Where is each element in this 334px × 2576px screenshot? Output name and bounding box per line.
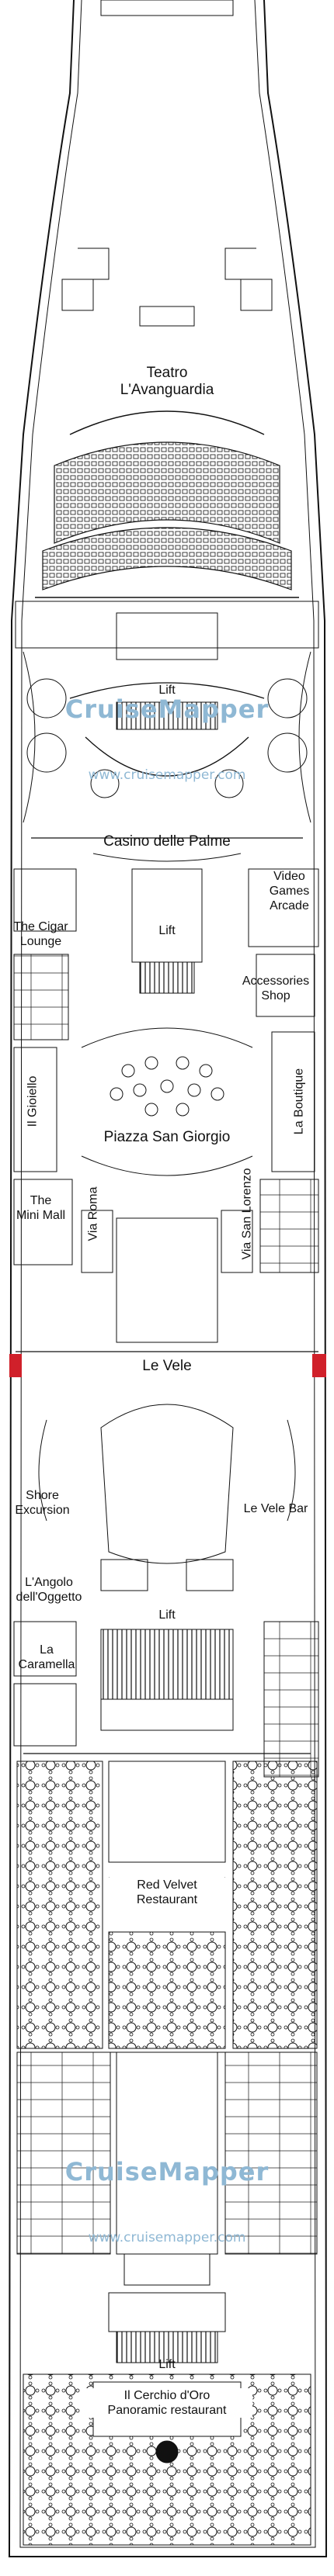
label-casino: Casino delle Palme xyxy=(103,833,231,850)
label-angolo-oggetto: L'Angolo dell'Oggetto xyxy=(16,1576,82,1604)
label-lift-2: Lift xyxy=(158,924,176,937)
label-via-roma: Via Roma xyxy=(86,1186,100,1241)
casino-area xyxy=(15,601,319,862)
label-la-caramella: La Caramella xyxy=(18,1643,75,1671)
watermark-top: CruiseMapper www.cruisemapper.com xyxy=(0,694,334,783)
label-accessories: Accessories Shop xyxy=(242,975,310,1002)
label-cigar-lounge: The Cigar Lounge xyxy=(13,920,68,948)
watermark-title-2: CruiseMapper xyxy=(64,2157,270,2186)
watermark-url-2: www.cruisemapper.com xyxy=(88,2230,246,2245)
watermark-title: CruiseMapper xyxy=(64,694,270,724)
hull xyxy=(8,0,328,2557)
label-il-gioiello: Il Gioiello xyxy=(26,1075,40,1127)
label-le-vele-bar: Le Vele Bar xyxy=(243,1502,308,1515)
label-piazza: Piazza San Giorgio xyxy=(103,1129,231,1145)
aft-corridor xyxy=(16,2051,318,2363)
label-lift-4: Lift xyxy=(158,2358,176,2371)
label-shore-excursion: Shore Excursion xyxy=(15,1489,70,1517)
label-la-boutique: La Boutique xyxy=(292,1068,306,1135)
piazza-tables xyxy=(110,1056,224,1117)
watermark-bottom: CruiseMapper www.cruisemapper.com xyxy=(0,2157,334,2245)
marker-left xyxy=(9,1354,22,1377)
label-teatro: Teatro L'Avanguardia xyxy=(120,365,214,398)
label-mini-mall: The Mini Mall xyxy=(16,1194,66,1222)
label-via-san-lorenzo: Via San Lorenzo xyxy=(240,1168,254,1260)
label-lift-1: Lift xyxy=(158,684,176,697)
label-cerchio-oro: Il Cerchio d'Oro Panoramic restaurant xyxy=(82,2388,252,2418)
label-red-velvet: Red Velvet Restaurant xyxy=(105,1878,229,1907)
label-le-vele: Le Vele xyxy=(142,1358,192,1374)
le-vele-area xyxy=(13,1404,319,1778)
label-video-games: Video Games Arcade xyxy=(269,870,310,912)
theatre xyxy=(35,410,299,598)
watermark-url: www.cruisemapper.com xyxy=(88,767,246,783)
shops-area xyxy=(13,868,319,1343)
marker-right xyxy=(312,1354,326,1377)
bow-structure xyxy=(61,0,273,327)
label-lift-3: Lift xyxy=(158,1608,176,1622)
